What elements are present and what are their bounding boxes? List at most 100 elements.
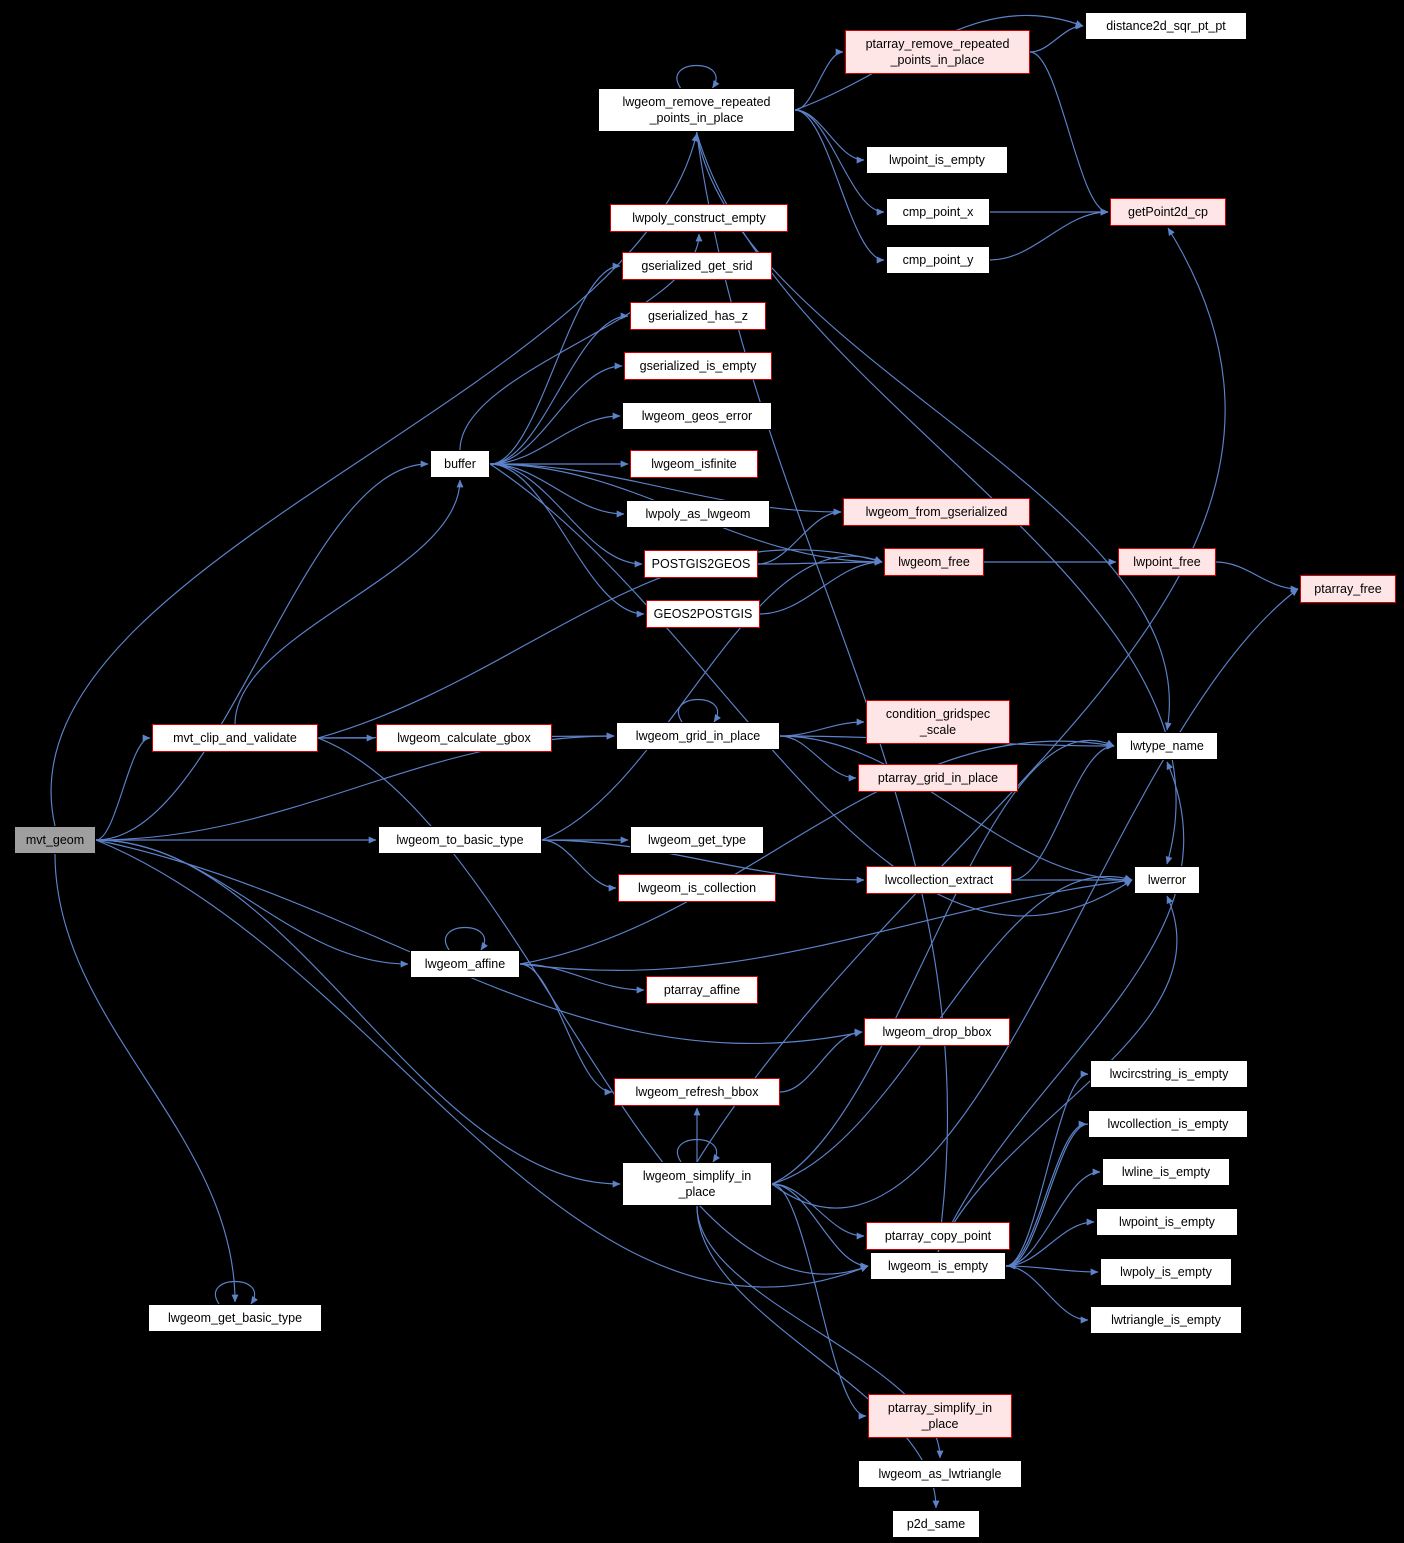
call-edge-mvt_geom-to-lwgeom_affine [95,839,409,968]
call-edge-lwgeom_simplify_in_place-to-ptarray_copy_point [771,1183,865,1240]
call-edge-GEOS2POSTGIS-to-lwgeom_free [759,558,883,615]
node-lwgeom_from_gserialized[interactable]: lwgeom_from_gserialized [843,498,1030,526]
node-lwgeom_is_collection[interactable]: lwgeom_is_collection [618,874,776,902]
call-edge-lwgeom_is_empty-to-lwpoly_is_empty [1005,1265,1099,1276]
node-gserialized_get_srid[interactable]: gserialized_get_srid [622,252,772,280]
node-lwpoly_construct_empty[interactable]: lwpoly_construct_empty [610,204,788,232]
node-lwcollection_is_empty[interactable]: lwcollection_is_empty [1088,1110,1248,1138]
node-lwgeom_to_basic_type[interactable]: lwgeom_to_basic_type [378,826,542,854]
call-edge-buffer-to-lwgeom_geos_error [489,412,621,465]
call-edge-buffer-to-gserialized_get_srid [489,262,621,465]
node-lwgeom_drop_bbox[interactable]: lwgeom_drop_bbox [864,1018,1010,1046]
node-lwpoint_is_empty-bottom[interactable]: lwpoint_is_empty [1096,1208,1238,1236]
node-ptarray_copy_point[interactable]: ptarray_copy_point [866,1222,1010,1250]
call-edge-POSTGIS2GEOS-to-lwgeom_free [757,558,883,566]
call-edge-mvt_clip_and_validate-to-lwgeom_free [317,549,883,739]
node-cmp_point_x[interactable]: cmp_point_x [886,198,990,226]
node-ptarray_free[interactable]: ptarray_free [1300,575,1396,603]
node-POSTGIS2GEOS[interactable]: POSTGIS2GEOS [644,550,758,578]
node-lwcircstring_is_empty[interactable]: lwcircstring_is_empty [1090,1060,1248,1088]
node-lwpoly_as_lwgeom[interactable]: lwpoly_as_lwgeom [626,500,770,528]
call-edge-lwgeom_affine-to-lwgeom_refresh_bbox [519,963,613,1096]
node-ptarray_simplify_in_place[interactable]: ptarray_simplify_in _place [868,1394,1012,1438]
node-mvt_clip_and_validate[interactable]: mvt_clip_and_validate [152,724,318,752]
node-lwpoly_is_empty[interactable]: lwpoly_is_empty [1100,1258,1232,1286]
call-edge-lwgeom_is_empty-to-lwtriangle_is_empty [1005,1265,1089,1324]
node-lwgeom_refresh_bbox[interactable]: lwgeom_refresh_bbox [614,1078,780,1106]
node-lwerror[interactable]: lwerror [1134,866,1200,894]
node-mvt_geom[interactable]: mvt_geom [14,826,96,854]
node-buffer[interactable]: buffer [430,450,490,478]
call-edge-mvt_geom-to-lwgeom_remove_repeated_points_in_place [50,133,699,827]
call-edge-lwgeom_is_empty-to-lwcircstring_is_empty [1005,1070,1089,1267]
node-lwgeom_free[interactable]: lwgeom_free [884,548,984,576]
node-lwgeom_grid_in_place[interactable]: lwgeom_grid_in_place [616,722,780,750]
call-edge-lwgeom_is_empty-to-lwtype_name [937,761,1185,1253]
node-gserialized_has_z[interactable]: gserialized_has_z [630,302,766,330]
call-edge-ptarray_remove_repeated_points_in_place-to-getPoint2d_cp [1029,51,1109,216]
node-lwgeom_get_basic_type[interactable]: lwgeom_get_basic_type [148,1304,322,1332]
call-edge-lwgeom_simplify_in_place-to-lwtype_name [771,739,1115,1185]
node-lwgeom_as_lwtriangle[interactable]: lwgeom_as_lwtriangle [858,1460,1022,1488]
call-edge-buffer-to-gserialized_has_z [489,312,629,465]
node-GEOS2POSTGIS[interactable]: GEOS2POSTGIS [646,600,760,628]
call-edge-buffer-to-lwerror [489,463,1133,917]
call-edge-lwgeom_simplify_in_place-to-ptarray_simplify_in_place [771,1183,867,1420]
call-edge-lwgeom_affine-to-lwtype_name [519,740,1115,965]
node-distance2d_sqr_pt_pt[interactable]: distance2d_sqr_pt_pt [1085,12,1247,40]
call-edge-lwgeom_to_basic_type-to-lwgeom_is_collection [541,839,617,892]
call-edge-POSTGIS2GEOS-to-lwgeom_from_gserialized [757,508,842,565]
node-ptarray_remove_repeated_points_in_place[interactable]: ptarray_remove_repeated _points_in_place [845,30,1030,74]
node-lwtriangle_is_empty[interactable]: lwtriangle_is_empty [1090,1306,1242,1334]
node-lwpoint_is_empty-top[interactable]: lwpoint_is_empty [866,146,1008,174]
node-lwgeom_calculate_gbox[interactable]: lwgeom_calculate_gbox [376,724,552,752]
call-edge-lwgeom_simplify_in_place-to-lwgeom_is_empty [771,1183,869,1270]
node-p2d_same[interactable]: p2d_same [892,1510,980,1538]
call-edge-lwgeom_get_basic_type-to-lwgeom_get_basic_type [215,1281,258,1305]
call-edge-lwgeom_remove_repeated_points_in_place-to-lwgeom_remove_repeated_points_in_place [676,65,720,89]
call-edge-mvt_geom-to-lwgeom_is_empty [95,839,869,1288]
node-getPoint2d_cp[interactable]: getPoint2d_cp [1110,198,1226,226]
call-edge-mvt_geom-to-lwgeom_drop_bbox [95,839,863,1045]
call-edge-lwpoint_free-to-ptarray_free [1215,561,1299,593]
node-lwgeom_get_type[interactable]: lwgeom_get_type [630,826,764,854]
call-edge-lwgeom_is_empty-to-lwpoint_is_empty_bottom [1005,1218,1095,1267]
call-edge-lwgeom_remove_repeated_points_in_place-to-lwpoint_is_empty_top [794,109,865,164]
call-edge-lwgeom_grid_in_place-to-ptarray_grid_in_place [779,735,857,782]
call-edge-buffer-to-lwgeom_from_gserialized [489,463,842,516]
node-lwgeom_geos_error[interactable]: lwgeom_geos_error [622,402,772,430]
call-edge-lwgeom_simplify_in_place-to-ptarray_free [771,588,1299,1209]
call-edge-mvt_clip_and_validate-to-lwgeom_is_empty [317,737,869,1275]
node-lwgeom_affine[interactable]: lwgeom_affine [410,950,520,978]
node-lwgeom_is_empty[interactable]: lwgeom_is_empty [870,1252,1006,1280]
node-cmp_point_y[interactable]: cmp_point_y [886,246,990,274]
call-edge-lwgeom_refresh_bbox-to-lwgeom_drop_bbox [779,1028,863,1093]
node-lwline_is_empty[interactable]: lwline_is_empty [1102,1158,1230,1186]
node-lwpoint_free[interactable]: lwpoint_free [1118,548,1216,576]
call-edge-lwgeom_to_basic_type-to-lwgeom_free [541,555,883,841]
call-edge-lwgeom_affine-to-ptarray_affine [519,963,645,994]
call-edge-lwgeom_is_empty-to-lwline_is_empty [1005,1168,1101,1267]
call-edge-lwgeom_remove_repeated_points_in_place-to-cmp_point_y [794,109,885,264]
call-edge-lwgeom_affine-to-lwgeom_affine [445,927,488,951]
node-lwtype_name[interactable]: lwtype_name [1116,732,1218,760]
call-edge-buffer-to-GEOS2POSTGIS [489,463,645,618]
node-ptarray_grid_in_place[interactable]: ptarray_grid_in_place [858,764,1018,792]
call-edge-lwgeom_remove_repeated_points_in_place-to-cmp_point_x [794,109,885,216]
node-lwgeom_simplify_in_place[interactable]: lwgeom_simplify_in _place [622,1162,772,1206]
call-edge-mvt_clip_and_validate-to-buffer [234,479,464,725]
node-lwcollection_extract[interactable]: lwcollection_extract [866,866,1012,894]
node-lwgeom_remove_repeated_points_in_place[interactable]: lwgeom_remove_repeated _points_in_place [598,88,795,132]
node-condition_gridspec_scale[interactable]: condition_gridspec _scale [866,700,1010,744]
call-edge-lwgeom_is_empty-to-lwcollection_is_empty [1005,1120,1087,1267]
call-edge-lwgeom_affine-to-lwerror [519,877,1133,971]
node-lwgeom_isfinite[interactable]: lwgeom_isfinite [630,450,758,478]
call-edge-lwgeom_grid_in_place-to-lwerror [779,735,1133,884]
node-ptarray_affine[interactable]: ptarray_affine [646,976,758,1004]
call-edge-mvt_geom-to-mvt_clip_and_validate [95,734,151,841]
call-edge-buffer-to-POSTGIS2GEOS [489,463,643,568]
call-edge-buffer-to-gserialized_is_empty [489,362,623,465]
call-edge-mvt_geom-to-lwgeom_get_basic_type [54,853,239,1303]
node-gserialized_is_empty[interactable]: gserialized_is_empty [624,352,772,380]
